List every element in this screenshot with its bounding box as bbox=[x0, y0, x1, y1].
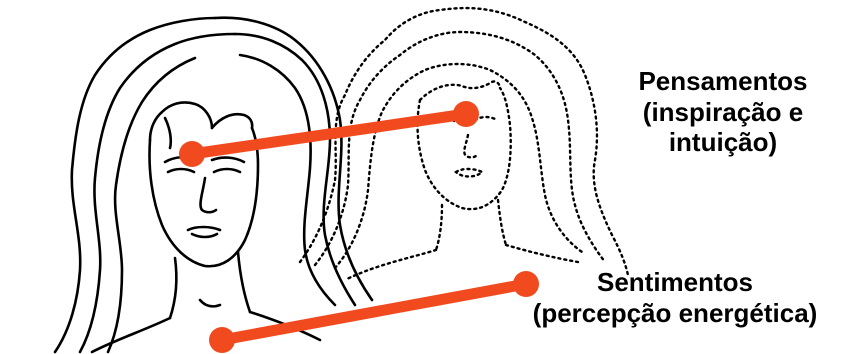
feelings-label-line-2: (percepção energética) bbox=[500, 298, 850, 329]
thoughts-label: Pensamentos (inspiração e intuição) bbox=[598, 66, 848, 158]
thought-connector-start-dot bbox=[179, 141, 205, 167]
dotted-figure bbox=[300, 8, 628, 280]
feeling-connector bbox=[209, 271, 539, 353]
thoughts-label-line-1: Pensamentos bbox=[598, 66, 848, 97]
feelings-label: Sentimentos (percepção energética) bbox=[500, 267, 850, 328]
thought-connector-end-dot bbox=[453, 101, 479, 127]
feeling-connector-line bbox=[222, 284, 526, 340]
thoughts-label-line-3: intuição) bbox=[598, 127, 848, 158]
thoughts-label-line-2: (inspiração e bbox=[598, 97, 848, 128]
feeling-connector-start-dot bbox=[209, 327, 235, 353]
solid-figure bbox=[55, 18, 372, 352]
feelings-label-line-1: Sentimentos bbox=[500, 267, 850, 298]
